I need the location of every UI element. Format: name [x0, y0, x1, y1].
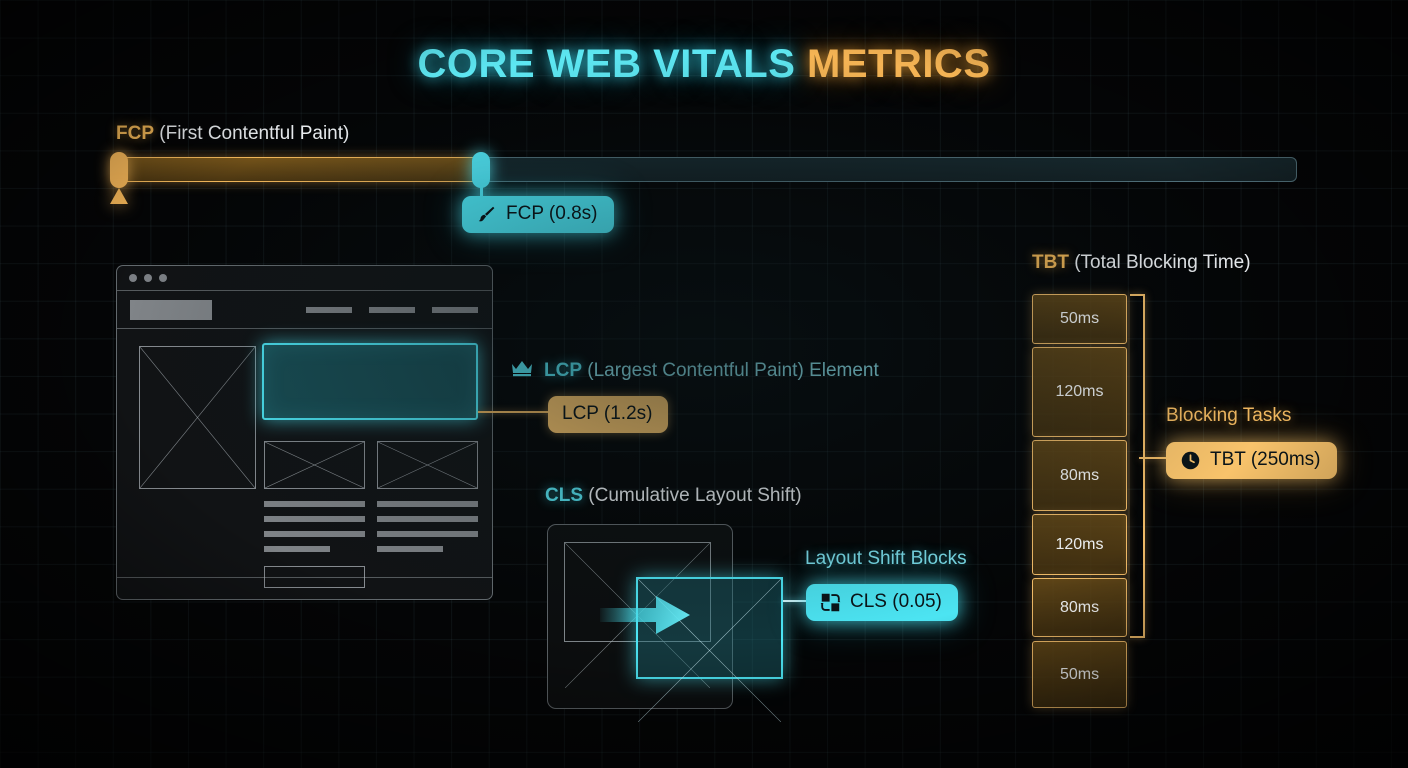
layout-shift-icon [820, 592, 841, 613]
browser-wireframe [116, 265, 493, 600]
window-maximize-dot-icon[interactable] [159, 274, 167, 282]
blocking-tasks-bracket [1130, 294, 1145, 638]
site-logo-placeholder [130, 299, 212, 320]
text-line [377, 501, 478, 507]
fcp-heading-key: FCP [116, 123, 154, 144]
site-navbar [117, 291, 492, 329]
blocking-task-label: 80ms [1059, 598, 1100, 616]
fcp-badge-label: FCP (0.8s) [506, 203, 598, 224]
tbt-badge[interactable]: TBT (250ms) [1166, 442, 1337, 479]
cls-connector-line [783, 600, 807, 602]
cls-heading-rest: (Cumulative Layout Shift) [583, 485, 802, 506]
text-line [264, 546, 330, 552]
blocking-task-label: 120ms [1055, 383, 1104, 400]
tbt-heading: TBT (Total Blocking Time) [1032, 252, 1251, 274]
lcp-highlighted-element [262, 343, 478, 420]
blocking-task-label: 50ms [1059, 665, 1100, 683]
cls-badge[interactable]: CLS (0.05) [806, 584, 958, 621]
lcp-heading-rest: (Largest Contentful Paint) Element [582, 360, 879, 381]
text-line [264, 501, 365, 507]
image-placeholder-right [377, 441, 478, 489]
browser-titlebar [117, 266, 492, 291]
blocking-task-block: 120ms [1032, 514, 1127, 575]
nav-links [289, 306, 492, 313]
text-line [377, 546, 443, 552]
tbt-connector-line [1139, 457, 1167, 459]
window-close-dot-icon[interactable] [129, 274, 137, 282]
cls-badge-label: CLS (0.05) [850, 591, 942, 612]
fcp-timeline-fill [116, 157, 481, 182]
cls-annotation-label: Layout Shift Blocks [805, 548, 967, 569]
tbt-annotation-label: Blocking Tasks [1166, 405, 1292, 426]
page-title: CORE WEB VITALS METRICS [0, 42, 1408, 87]
blocking-task-block: 50ms [1032, 641, 1127, 708]
text-line [264, 516, 365, 522]
nav-link-1[interactable] [306, 306, 352, 313]
image-placeholder-mid [264, 441, 365, 489]
browser-footerbar [117, 577, 492, 599]
page-title-secondary: METRICS [807, 42, 991, 86]
timeline-start-marker [110, 152, 128, 188]
layout-shift-arrow-icon [600, 592, 692, 643]
text-line [264, 531, 365, 537]
nav-link-2[interactable] [369, 306, 415, 313]
paintbrush-icon [476, 204, 497, 225]
cls-heading: CLS (Cumulative Layout Shift) [545, 485, 802, 507]
lcp-badge[interactable]: LCP (1.2s) [548, 396, 669, 433]
lcp-heading-key: LCP [544, 360, 582, 381]
crown-icon [510, 358, 534, 384]
text-line [377, 531, 478, 537]
text-line [377, 516, 478, 522]
blocking-task-label: 50ms [1059, 310, 1100, 327]
blocking-task-label: 80ms [1059, 466, 1100, 484]
timeline-start-pointer-icon [110, 188, 128, 204]
blocking-task-label: 120ms [1055, 535, 1104, 553]
cls-heading-key: CLS [545, 485, 583, 506]
fcp-marker [472, 152, 490, 188]
blocking-task-block: 80ms [1032, 440, 1127, 511]
blocking-task-block: 120ms [1032, 347, 1127, 437]
blocking-task-block: 80ms [1032, 578, 1127, 637]
tbt-heading-rest: (Total Blocking Time) [1068, 252, 1251, 273]
nav-link-3[interactable] [432, 306, 478, 313]
lcp-heading: LCP (Largest Contentful Paint) Element [510, 358, 879, 384]
fcp-heading-rest: (First Contentful Paint) [154, 123, 350, 144]
tbt-heading-key: TBT [1032, 252, 1069, 273]
fcp-badge[interactable]: FCP (0.8s) [462, 196, 614, 233]
window-minimize-dot-icon[interactable] [144, 274, 152, 282]
lcp-connector-line [478, 411, 550, 413]
blocking-task-block: 50ms [1032, 294, 1127, 344]
page-title-primary: CORE WEB VITALS [417, 42, 796, 86]
tbt-badge-label: TBT (250ms) [1210, 449, 1321, 470]
clock-icon [1180, 450, 1201, 471]
lcp-badge-label: LCP (1.2s) [562, 403, 653, 424]
image-placeholder-left [139, 346, 256, 489]
fcp-heading: FCP (First Contentful Paint) [116, 123, 349, 145]
